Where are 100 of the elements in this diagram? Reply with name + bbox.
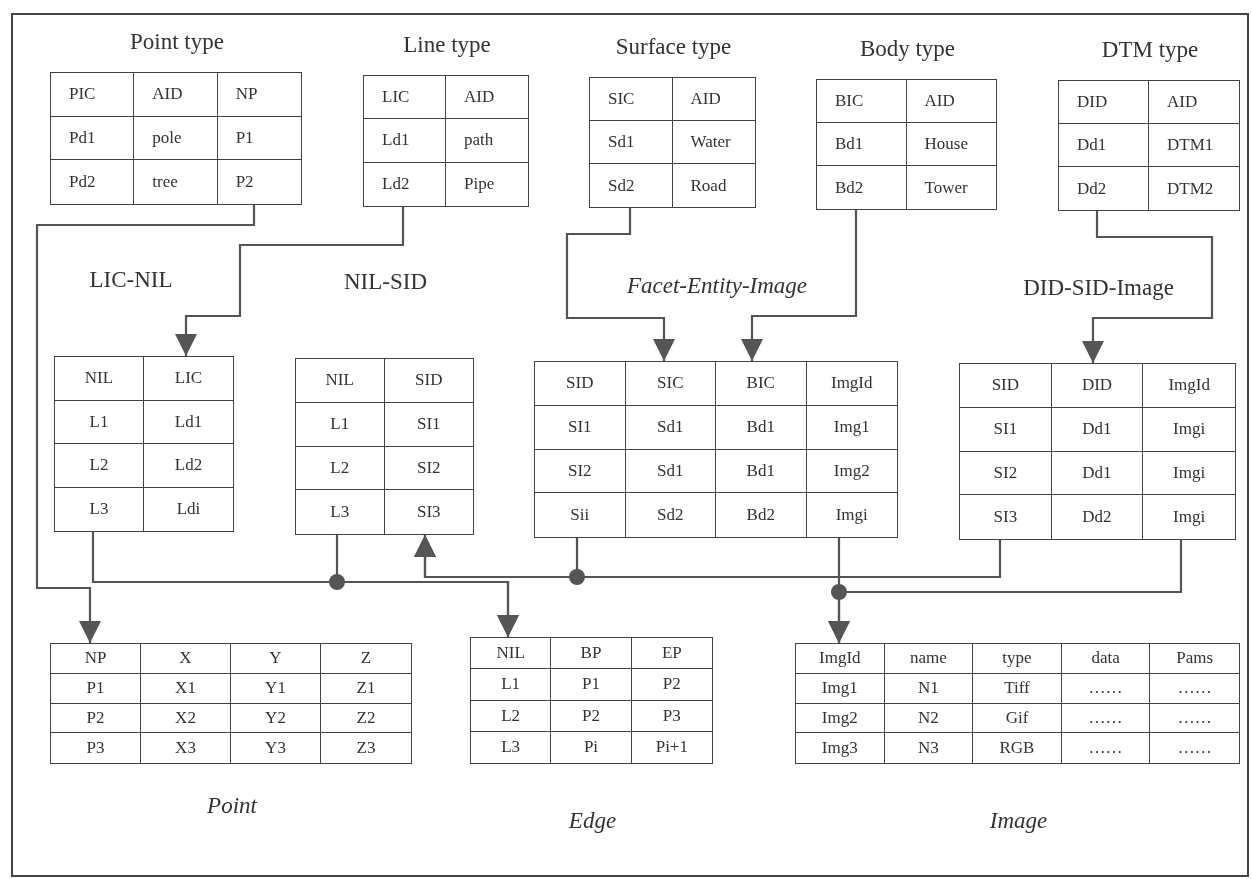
table-entry: Sii bbox=[535, 493, 626, 537]
table-entry: Ldi bbox=[175, 498, 202, 521]
column-header: SID bbox=[384, 359, 473, 403]
table-entry: L2 bbox=[296, 446, 385, 491]
column-header: Pams bbox=[1150, 644, 1239, 674]
table-entry: Dd2 bbox=[1059, 167, 1149, 210]
column-header: type bbox=[973, 644, 1062, 674]
table-entry: …… bbox=[1150, 703, 1239, 734]
table-entry: SI1 bbox=[535, 405, 626, 450]
table-entry: Sd1 bbox=[590, 121, 673, 164]
table-entry: Gif bbox=[973, 703, 1062, 734]
table-entry: X3 bbox=[141, 733, 231, 763]
column-header: BIC bbox=[817, 80, 907, 123]
connector-arrow bbox=[828, 540, 1183, 643]
column-header: data bbox=[1061, 644, 1151, 674]
table-entry: House bbox=[906, 123, 996, 166]
table-entry: N3 bbox=[884, 733, 974, 763]
column-header: DID bbox=[1051, 364, 1144, 408]
column-header: NIL bbox=[55, 357, 144, 401]
table-entry: tree bbox=[134, 160, 218, 204]
table-entry: Dd2 bbox=[1051, 495, 1144, 539]
column-header: SIC bbox=[625, 362, 716, 406]
column-header: X bbox=[141, 644, 231, 674]
table-entry: Sd2 bbox=[625, 493, 716, 537]
table-entry: …… bbox=[1061, 703, 1151, 734]
table-entry: X2 bbox=[141, 703, 231, 734]
table-entry: Dd1 bbox=[1051, 407, 1144, 452]
connector-arrow bbox=[175, 207, 405, 356]
table-entry: Pd2 bbox=[51, 160, 135, 204]
column-header: AID bbox=[134, 73, 218, 117]
column-header: LIC bbox=[364, 76, 446, 120]
table-entry: SI3 bbox=[960, 495, 1052, 539]
table-title: Point type bbox=[129, 29, 225, 55]
column-header: SID bbox=[960, 364, 1052, 408]
table-entry: Sd1 bbox=[625, 449, 716, 494]
table-entry: L1 bbox=[55, 400, 144, 444]
table-entry: Road bbox=[689, 174, 728, 197]
table-entry: DTM1 bbox=[1149, 124, 1239, 167]
column-header: AID bbox=[1149, 81, 1239, 124]
table-entry: Ld2 bbox=[364, 162, 446, 206]
table-entry: P2 bbox=[631, 669, 712, 701]
table-entry: Img3 bbox=[796, 733, 885, 763]
table-entry: L3 bbox=[55, 487, 144, 531]
table-entry: …… bbox=[1150, 673, 1239, 704]
table-entry: Water bbox=[672, 121, 755, 164]
table-title: DTM type bbox=[1100, 37, 1200, 63]
table-entry: L2 bbox=[55, 444, 144, 488]
table-entry: Pd1 bbox=[51, 116, 135, 161]
table-entry: SI1 bbox=[960, 407, 1052, 452]
table-entry: Y2 bbox=[231, 703, 321, 734]
table-entry: SI1 bbox=[384, 402, 473, 447]
table-entry: P2 bbox=[234, 171, 255, 194]
column-header: NP bbox=[217, 73, 301, 117]
table-entry: Z3 bbox=[355, 737, 377, 760]
column-header: ImgId bbox=[806, 362, 897, 406]
table-entry: P2 bbox=[51, 703, 141, 734]
table-entry: Tower bbox=[923, 176, 969, 199]
table-entry: …… bbox=[1176, 737, 1213, 760]
table-entry: P1 bbox=[551, 669, 632, 701]
column-header: EP bbox=[631, 638, 712, 670]
table-entry: SI3 bbox=[415, 501, 442, 524]
table-entry: Img1 bbox=[806, 405, 897, 450]
table-entry: P3 bbox=[51, 733, 141, 763]
table-entry: Imgi bbox=[1143, 407, 1235, 452]
column-header: PIC bbox=[51, 73, 135, 117]
table-entry: Z2 bbox=[321, 703, 411, 734]
table-entry: Img2 bbox=[806, 449, 897, 494]
connector-arrow bbox=[35, 205, 256, 643]
table-entry: Pi bbox=[551, 731, 632, 763]
table-entry: L3 bbox=[471, 731, 552, 763]
table-entry: …… bbox=[1061, 673, 1151, 704]
table-entry: SI2 bbox=[384, 446, 473, 491]
column-header: SIC bbox=[590, 78, 673, 121]
connector-arrow bbox=[1082, 211, 1214, 363]
table-entry: Bd2 bbox=[817, 166, 907, 209]
table-entry: Ld2 bbox=[144, 444, 233, 488]
table-title: DID-SID-Image bbox=[1022, 275, 1175, 301]
table-entry: Y3 bbox=[231, 733, 321, 763]
column-header: DID bbox=[1059, 81, 1149, 124]
column-header: NIL bbox=[471, 638, 552, 670]
table-entry: pole bbox=[134, 116, 218, 161]
table-entry: DTM2 bbox=[1166, 177, 1215, 200]
table-entry: P1 bbox=[217, 116, 301, 161]
column-header: NP bbox=[51, 644, 141, 674]
column-header: ImgId bbox=[1143, 364, 1235, 408]
table-entry: Sd2 bbox=[590, 164, 673, 207]
table-title: Surface type bbox=[614, 34, 733, 60]
table-entry: Imgi bbox=[834, 504, 869, 527]
table-entry: N2 bbox=[884, 703, 974, 734]
table-entry: Y1 bbox=[231, 673, 321, 704]
table-entry: Imgi bbox=[1172, 506, 1207, 529]
column-header: AID bbox=[906, 80, 996, 123]
table-entry: Bd1 bbox=[716, 449, 807, 494]
table-entry: Sd1 bbox=[625, 405, 716, 450]
connector-arrow bbox=[565, 208, 675, 361]
column-header: ImgId bbox=[796, 644, 885, 674]
table-entry: Img1 bbox=[796, 673, 885, 704]
table-entry: Bd2 bbox=[716, 493, 807, 537]
table-title: Image bbox=[988, 808, 1049, 834]
column-header: LIC bbox=[144, 357, 233, 401]
